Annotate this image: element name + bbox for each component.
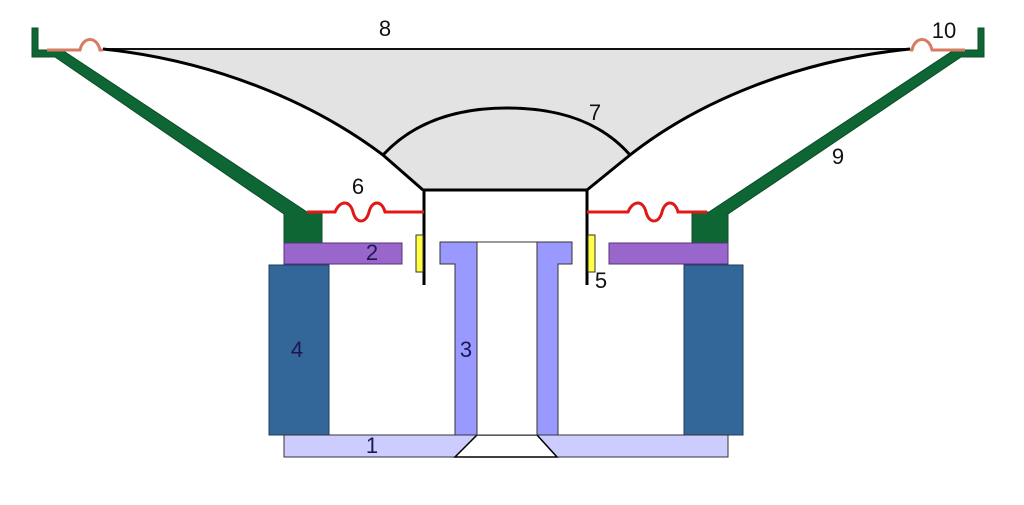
magnet-left [268, 264, 330, 436]
frame-right [691, 27, 985, 244]
label-spider: 6 [352, 174, 364, 199]
dust-cap [381, 106, 632, 157]
pole-bore [476, 241, 538, 436]
frame-left [31, 27, 323, 244]
spider-left [307, 201, 424, 223]
top-plate-left [283, 242, 403, 265]
top-plate-right [608, 242, 729, 265]
label-surround: 10 [932, 18, 956, 43]
voice-coil-right [587, 234, 596, 273]
voice-coil-left [415, 234, 424, 273]
label-bottom-plate: 1 [366, 433, 378, 458]
label-dust-cap: 7 [589, 100, 601, 125]
label-pole-piece: 3 [460, 337, 472, 362]
label-frame: 9 [832, 144, 844, 169]
surround-right [910, 38, 965, 52]
label-voice-coil: 5 [595, 268, 607, 293]
cone-left-curve [102, 47, 424, 192]
label-magnet: 4 [291, 337, 303, 362]
magnet-right [683, 264, 744, 436]
label-cone: 8 [379, 16, 391, 41]
spider-right [587, 201, 707, 223]
label-top-plate: 2 [366, 240, 378, 265]
cone [103, 49, 910, 190]
surround-left [47, 38, 103, 52]
cone-right-curve [586, 47, 911, 192]
